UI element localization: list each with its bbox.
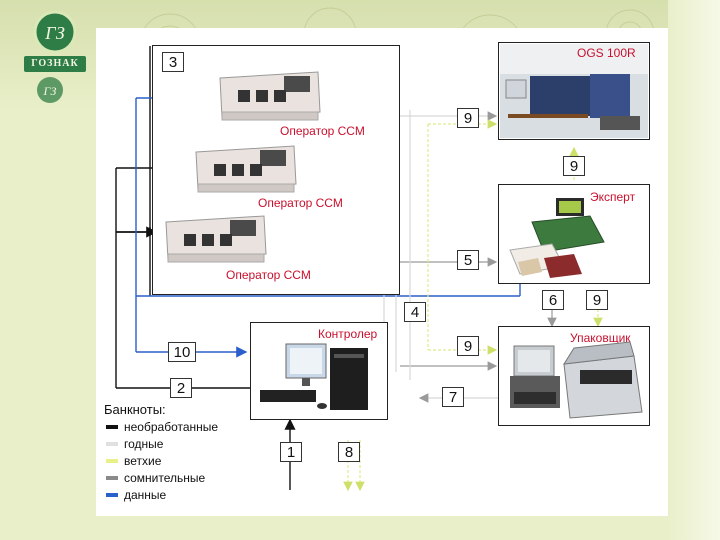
legend-swatch — [106, 442, 118, 446]
sorter-machine-2 — [195, 145, 297, 193]
label-9-expert-packer: 9 — [586, 290, 608, 310]
legend-item-good: годные — [106, 437, 163, 451]
ogs-label: OGS 100R — [577, 46, 636, 60]
sorter-operator-label-1: Оператор ССМ — [280, 124, 365, 138]
legend-item-unprocessed: необработанные — [106, 420, 218, 434]
legend-item-data: данные — [106, 488, 166, 502]
sorter-machine-1 — [219, 71, 321, 121]
label-9-ogs-in: 9 — [457, 108, 479, 128]
label-8: 8 — [338, 442, 360, 462]
logo-text: ГОЗНАК — [31, 58, 79, 69]
label-9-packer-in: 9 — [457, 336, 479, 356]
expert-machine-photo — [509, 198, 605, 278]
sorter-machine-3 — [165, 215, 267, 263]
svg-text:ГЗ: ГЗ — [43, 84, 57, 98]
svg-text:ГЗ: ГЗ — [44, 23, 65, 43]
label-3: 3 — [162, 52, 184, 72]
legend-swatch — [106, 425, 118, 429]
sorter-operator-label-2: Оператор ССМ — [258, 196, 343, 210]
legend-label: годные — [124, 437, 164, 451]
controller-label: Контролер — [318, 327, 378, 341]
expert-label: Эксперт — [590, 190, 636, 204]
goznak-logo: ГЗ ГЗ — [24, 10, 86, 103]
legend-label: данные — [124, 488, 167, 502]
label-1: 1 — [280, 442, 302, 462]
legend-item-worn: ветхие — [106, 454, 161, 468]
legend-item-suspicious: сомнительные — [106, 471, 205, 485]
packer-label: Упаковщик — [570, 331, 631, 345]
legend-title: Банкноты: — [104, 402, 166, 417]
legend-label: необработанные — [124, 420, 219, 434]
legend-label: ветхие — [124, 454, 162, 468]
label-5: 5 — [457, 250, 479, 270]
right-strip — [668, 0, 720, 540]
label-9-ogs-expert: 9 — [563, 156, 585, 176]
packer-machine-photo — [510, 341, 643, 419]
label-7: 7 — [442, 387, 464, 407]
legend-swatch — [106, 459, 118, 463]
label-10: 10 — [168, 342, 196, 362]
legend-label: сомнительные — [124, 471, 206, 485]
label-4: 4 — [404, 302, 426, 322]
legend-swatch — [106, 493, 118, 497]
ogs-machine-photo — [500, 44, 648, 138]
label-2: 2 — [170, 378, 192, 398]
label-6: 6 — [542, 290, 564, 310]
sorter-operator-label-3: Оператор ССМ — [226, 268, 311, 282]
controller-computer — [260, 343, 368, 410]
legend-swatch — [106, 476, 118, 480]
